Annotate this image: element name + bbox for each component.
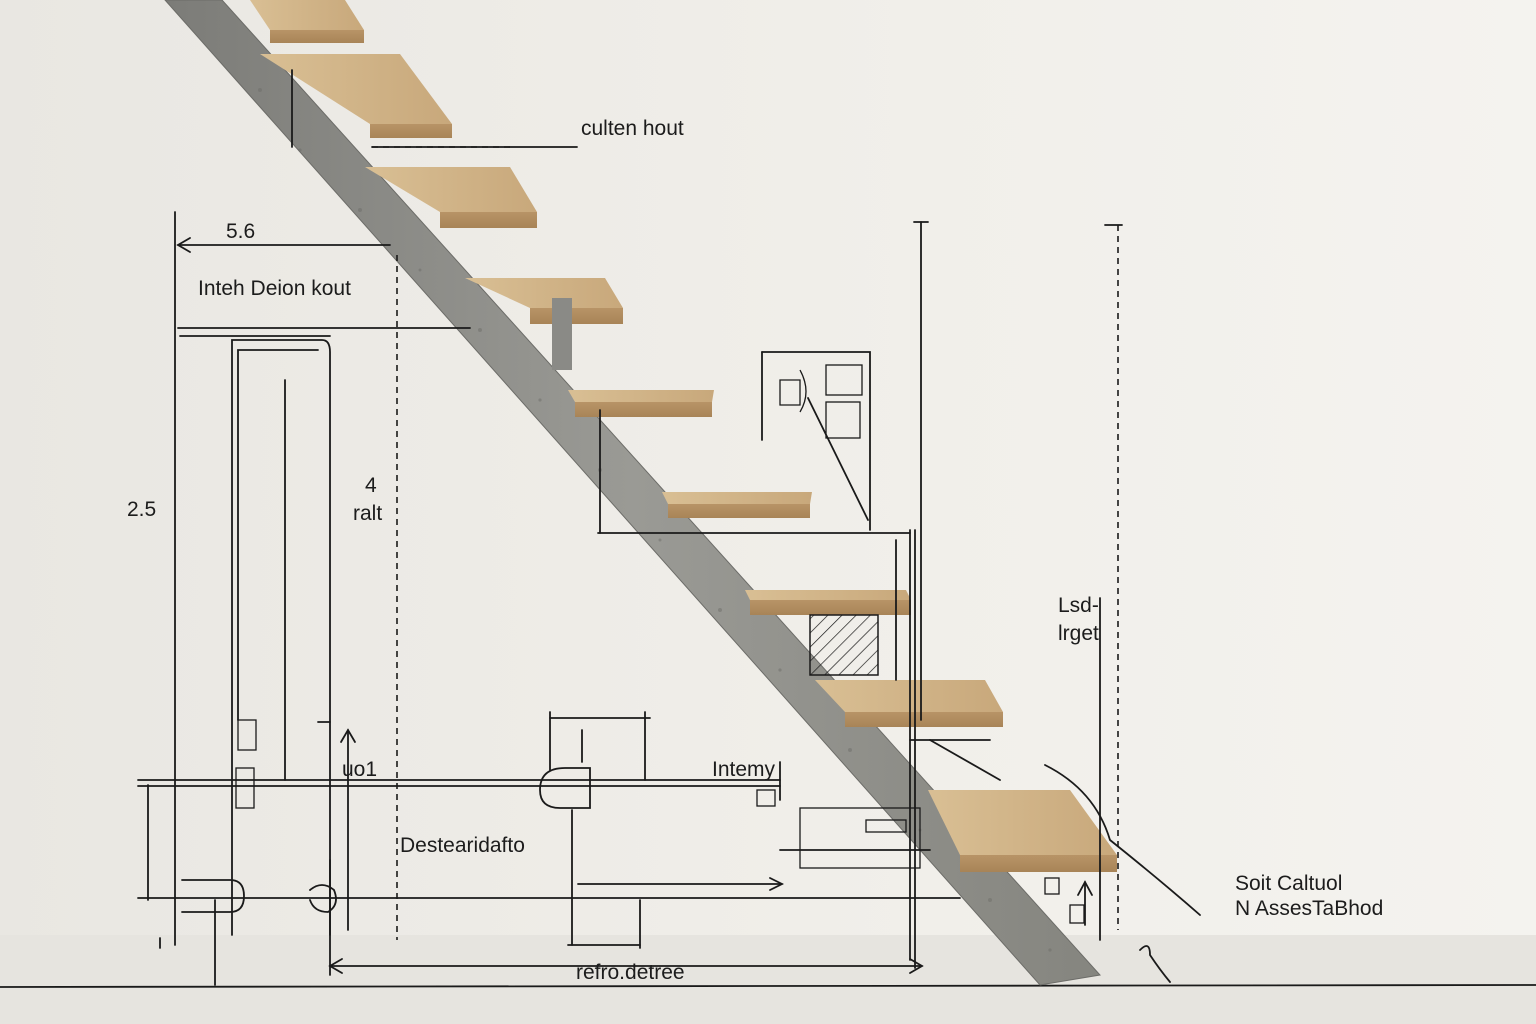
hatched-block [809, 614, 879, 676]
label-note-right-1: Soit Caltuol [1235, 872, 1342, 895]
tread-4 [465, 278, 623, 370]
concrete-stringer [164, 0, 1101, 986]
sketch-lines [137, 69, 1201, 986]
tread-6 [662, 492, 812, 518]
label-mid-value: 4 [365, 474, 377, 497]
floor-line [0, 984, 1536, 988]
concrete-texture [258, 88, 1052, 952]
tread-8 [815, 680, 1003, 727]
label-mid-unit: ralt [353, 502, 382, 525]
label-bottom-dim: refro.detree [576, 961, 685, 984]
label-inline-mid: Intemy [712, 758, 776, 781]
tread-9 [928, 790, 1117, 872]
label-right-mid-1: Lsd- [1058, 594, 1099, 617]
wall [0, 0, 1536, 935]
label-right-mid-2: lrget [1058, 622, 1099, 645]
floor [0, 935, 1536, 1024]
tread-1 [250, 0, 364, 43]
label-header-left: Inteh Deion kout [198, 277, 351, 300]
tread-2 [260, 54, 452, 138]
label-center-bottom: Destearidafto [400, 834, 525, 857]
label-culten-hout: culten hout [581, 117, 684, 140]
label-dimension-top: 5.6 [226, 220, 255, 243]
label-small-left: uo1 [342, 758, 377, 781]
tread-3 [365, 167, 537, 228]
label-note-right-2: N AssesTaBhod [1235, 897, 1383, 920]
tread-7 [745, 590, 911, 615]
tread-5 [568, 390, 714, 417]
label-height-left: 2.5 [127, 498, 156, 521]
